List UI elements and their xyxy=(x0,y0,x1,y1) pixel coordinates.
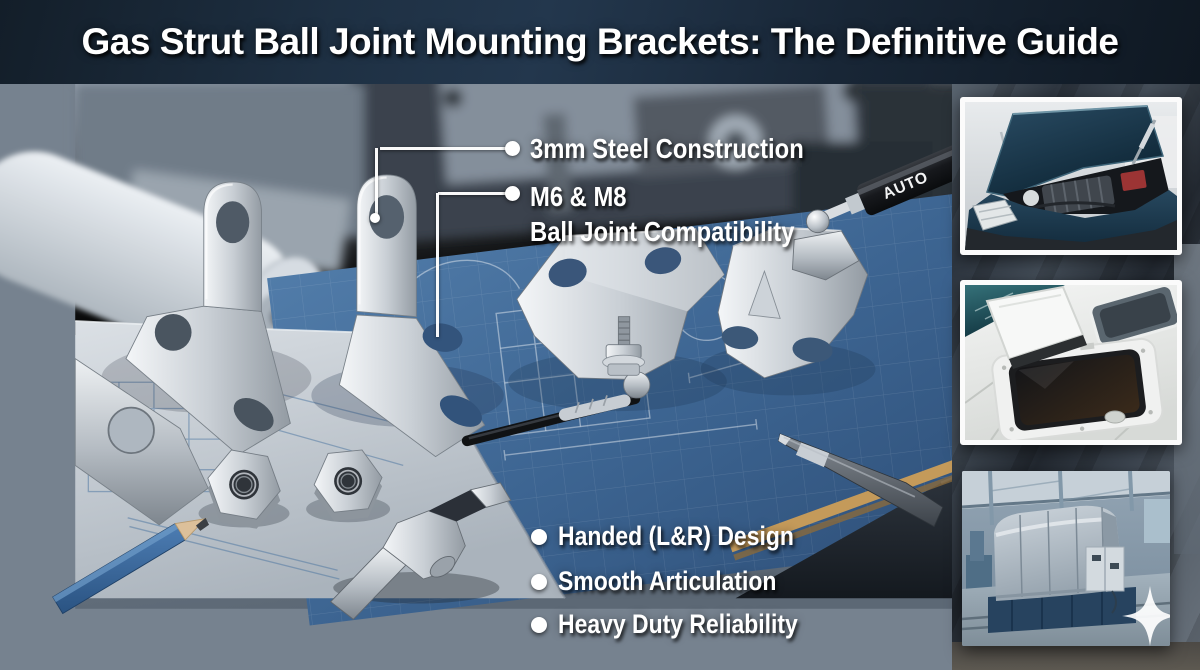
factory-machine-scene xyxy=(962,471,1170,646)
main-photo-scene: AUTO xyxy=(0,84,1200,670)
page-title: Gas Strut Ball Joint Mounting Brackets: … xyxy=(81,21,1119,62)
hex-nut-left xyxy=(198,449,290,529)
bullet-icon xyxy=(531,573,547,590)
callout-label-steel: 3mm Steel Construction xyxy=(530,133,804,164)
far-hatch xyxy=(1089,285,1177,347)
center-angle-bracket xyxy=(311,174,504,458)
header-banner: Gas Strut Ball Joint Mounting Brackets: … xyxy=(0,0,1200,84)
background-floor xyxy=(952,642,1200,670)
blueprint-edge-stripe xyxy=(728,442,1007,561)
boat-hatch-scene xyxy=(965,285,1177,440)
callout-line-vertical-1 xyxy=(375,148,378,218)
pencil xyxy=(52,517,210,615)
callout-line-vertical-2 xyxy=(436,193,439,337)
callout-line-horizontal-1 xyxy=(380,147,507,150)
feature-item-heavy-duty: Heavy Duty Reliability xyxy=(531,609,840,640)
feature-item-smooth-articulation: Smooth Articulation xyxy=(531,566,815,597)
scriber-pen xyxy=(777,433,944,528)
wrench xyxy=(329,482,512,620)
feature-item-handed-design: Handed (L&R) Design xyxy=(531,521,836,552)
feature-label: Handed (L&R) Design xyxy=(558,521,794,551)
bullet-icon xyxy=(531,616,547,633)
left-angle-bracket xyxy=(74,181,312,526)
callout-end-dot-1 xyxy=(370,213,380,223)
bullet-icon xyxy=(531,528,547,545)
car-hood-scene xyxy=(965,102,1177,250)
inset-photo-industrial-machine xyxy=(962,471,1170,646)
callout-dot-1 xyxy=(505,141,520,156)
feature-label: Smooth Articulation xyxy=(558,566,777,596)
callout-label-compatibility: M6 & M8 Ball Joint Compatibility xyxy=(530,181,795,247)
feature-label: Heavy Duty Reliability xyxy=(558,609,798,639)
callout-line-horizontal-2 xyxy=(438,192,507,195)
inset-photo-car-hood xyxy=(960,97,1182,255)
scene-illustration: AUTO xyxy=(0,84,1126,626)
callout-dot-2 xyxy=(505,186,520,201)
ball-joint-bracket xyxy=(461,228,727,447)
inset-photo-boat-hatch xyxy=(960,280,1182,445)
hex-nut-right xyxy=(306,449,391,523)
sparkle-watermark-icon xyxy=(1122,586,1170,646)
